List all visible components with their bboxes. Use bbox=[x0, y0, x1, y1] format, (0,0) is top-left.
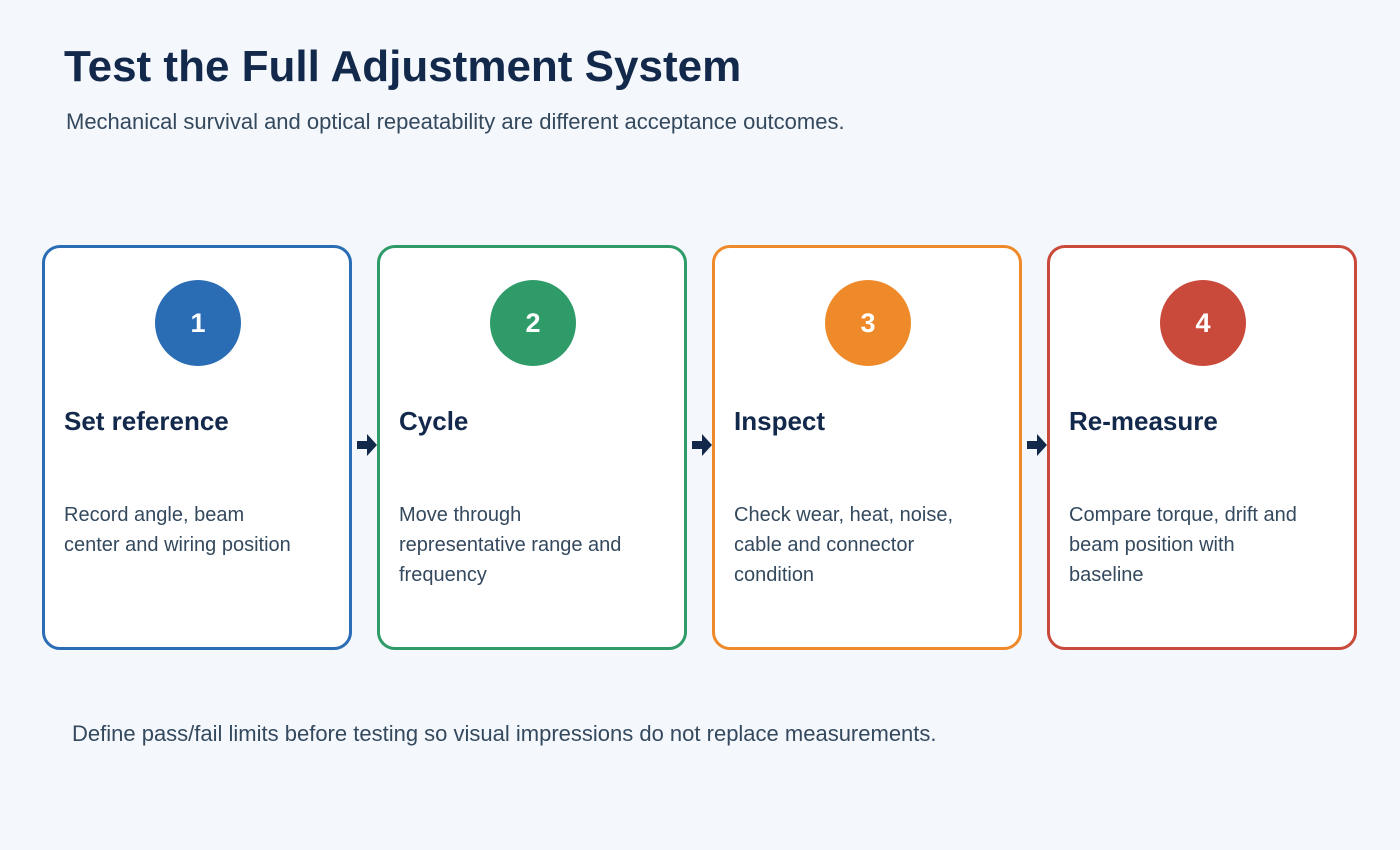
arrow-right-icon bbox=[1027, 434, 1047, 456]
page-title: Test the Full Adjustment System bbox=[64, 42, 742, 91]
step-description: Record angle, beam center and wiring pos… bbox=[64, 504, 291, 556]
footer-note: Define pass/fail limits before testing s… bbox=[72, 721, 937, 746]
step-title: Re-measure bbox=[1069, 406, 1218, 436]
step-card-cycle: 2 Cycle Move through representative rang… bbox=[377, 245, 687, 650]
arrow-right-icon bbox=[357, 434, 377, 456]
step-card-re-measure: 4 Re-measure Compare torque, drift and b… bbox=[1047, 245, 1357, 650]
arrow-right-icon bbox=[692, 434, 712, 456]
step-number-badge: 3 bbox=[825, 280, 911, 366]
step-title: Set reference bbox=[64, 406, 229, 436]
step-card-set-reference: 1 Set reference Record angle, beam cente… bbox=[42, 245, 352, 650]
step-title: Cycle bbox=[399, 406, 469, 436]
step-card-inspect: 3 Inspect Check wear, heat, noise, cable… bbox=[712, 245, 1022, 650]
step-description: Move through representative range and fr… bbox=[399, 504, 622, 586]
page-subtitle: Mechanical survival and optical repeatab… bbox=[66, 109, 845, 134]
step-description: Compare torque, drift and beam position … bbox=[1069, 504, 1297, 586]
step-description: Check wear, heat, noise, cable and conne… bbox=[734, 504, 954, 586]
step-number-badge: 4 bbox=[1160, 280, 1246, 366]
step-number-badge: 2 bbox=[490, 280, 576, 366]
step-number-badge: 1 bbox=[155, 280, 241, 366]
step-title: Inspect bbox=[734, 406, 826, 436]
